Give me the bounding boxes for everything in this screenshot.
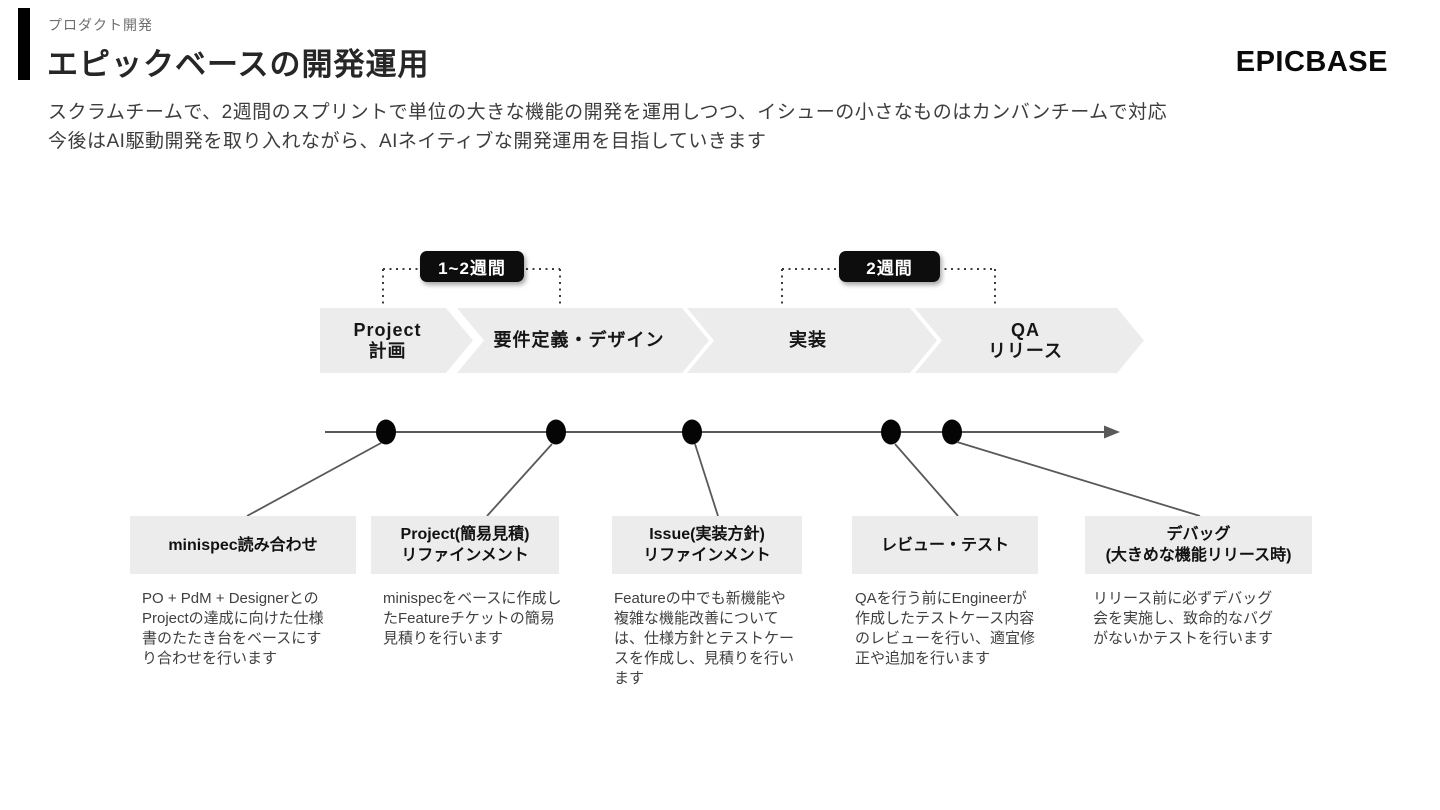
milestone-description: QAを行う前にEngineerが 作成したテストケース内容 のレビューを行い、適… <box>855 590 1036 667</box>
duration-bracket-2 <box>781 268 996 308</box>
milestone-title: Project(簡易見積) リファインメント <box>400 526 530 564</box>
timeline-dot <box>682 419 702 445</box>
milestone-box: デバッグ (大きめな機能リリース時) <box>1085 516 1312 574</box>
milestone-description: リリース前に必ずデバッグ 会を実施し、致命的なバグ がないかテストを行います <box>1093 590 1274 647</box>
milestone-title: デバッグ (大きめな機能リリース時) <box>1105 526 1292 564</box>
stage-label: 要件定義・デザイン <box>493 330 665 350</box>
timeline-dot <box>546 419 566 445</box>
stage-label: QA リリース <box>987 319 1064 361</box>
milestone-title: レビュー・テスト <box>880 536 1009 554</box>
process-stage-implementation: 実装 <box>687 308 937 373</box>
timeline-dot <box>881 419 901 445</box>
process-stage-requirements-design: 要件定義・デザイン <box>457 308 709 373</box>
duration-badge: 2週間 <box>839 251 940 282</box>
company-logo: EPICBASE <box>1235 46 1388 78</box>
stage-label: 実装 <box>789 330 827 350</box>
milestone-description: minispecをベースに作成し たFeatureチケットの簡易 見積りを行いま… <box>383 590 562 647</box>
milestone-box: Project(簡易見積) リファインメント <box>371 516 559 574</box>
slide-subtitle: スクラムチームで、2週間のスプリントで単位の大きな機能の開発を運用しつつ、イシュ… <box>48 102 1168 152</box>
milestone-box: minispec読み合わせ <box>130 516 356 574</box>
process-stage-qa-release: QA リリース <box>915 308 1144 373</box>
page-title: エピックベースの開発運用 <box>47 47 430 82</box>
milestone-description: Featureの中でも新機能や 複雑な機能改善について は、仕様方針とテストケー… <box>614 590 795 687</box>
timeline-dot <box>942 419 962 445</box>
duration-badge: 1~2週間 <box>420 251 524 282</box>
milestone-title: minispec読み合わせ <box>168 536 318 554</box>
timeline-arrowhead-icon <box>1104 425 1120 439</box>
milestone-box: レビュー・テスト <box>852 516 1038 574</box>
timeline-dot <box>376 419 396 445</box>
milestone-description: PO + PdM + Designerとの Projectの達成に向けた仕様 書… <box>142 590 324 667</box>
stage-label: Project 計画 <box>353 319 422 361</box>
process-stage-project-plan: Project 計画 <box>320 308 473 373</box>
milestone-box: Issue(実装方針) リファインメント <box>612 516 802 574</box>
eyebrow-label: プロダクト開発 <box>48 17 153 33</box>
milestone-connectors <box>246 441 1201 517</box>
duration-bracket-1 <box>382 268 561 308</box>
milestone-title: Issue(実装方針) リファインメント <box>643 526 771 564</box>
accent-bar <box>18 8 30 80</box>
